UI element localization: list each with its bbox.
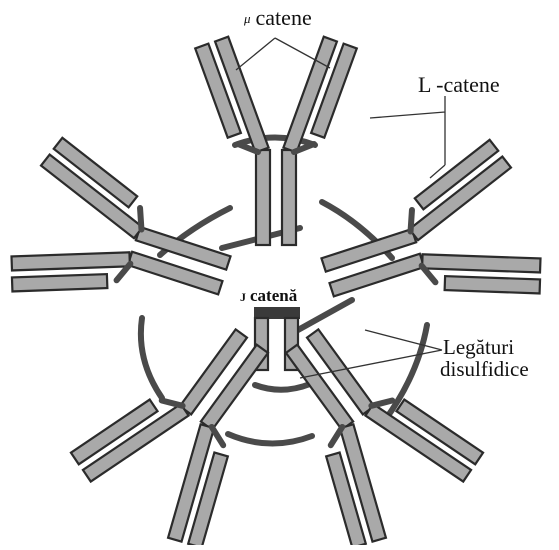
igm-monomer-right: [303, 136, 551, 354]
mu-symbol: μ: [244, 11, 251, 26]
j-chain-link: [255, 384, 310, 390]
mu-chains-text: catene: [256, 5, 312, 30]
igm-monomer-left: [1, 134, 249, 352]
j-chain-text: catenă: [250, 286, 297, 305]
disulfide-label-line1: Legături: [443, 337, 514, 358]
light-chain-leader: [370, 96, 445, 178]
light-chains-label: L -catene: [418, 74, 500, 96]
igm-monomer-bottom-right: [237, 294, 490, 545]
j-symbol: J: [240, 290, 246, 304]
disulfide-label-line2: disulfidice: [440, 359, 529, 380]
igm-monomer-bottom-left: [64, 294, 317, 545]
